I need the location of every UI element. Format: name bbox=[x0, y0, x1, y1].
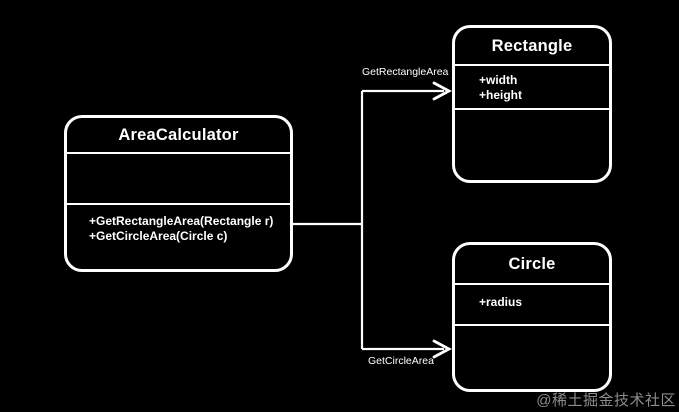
arrowhead-circle-icon bbox=[432, 339, 452, 359]
method-getcirclearea: +GetCircleArea(Circle c) bbox=[89, 229, 228, 243]
attribute-radius: +radius bbox=[479, 295, 523, 309]
arrowhead-rectangle-icon bbox=[432, 81, 452, 101]
watermark-text: @稀土掘金技术社区 bbox=[536, 392, 676, 409]
edge-label-getrectanglearea: GetRectangleArea bbox=[362, 66, 449, 78]
edge-label-getcirclearea: GetCircleArea bbox=[368, 355, 434, 367]
class-methods-rectangle bbox=[455, 110, 609, 180]
class-attributes-circle: +radius bbox=[455, 285, 609, 326]
class-attributes-areacalculator bbox=[67, 154, 290, 205]
class-box-circle: Circle +radius bbox=[452, 242, 612, 392]
class-attributes-rectangle: +width +height bbox=[455, 66, 609, 110]
attribute-width: +width bbox=[479, 73, 518, 87]
class-methods-circle bbox=[455, 326, 609, 389]
class-title-rectangle: Rectangle bbox=[455, 28, 609, 66]
method-getrectanglearea: +GetRectangleArea(Rectangle r) bbox=[89, 214, 274, 228]
class-box-areacalculator: AreaCalculator +GetRectangleArea(Rectang… bbox=[64, 115, 293, 272]
attribute-height: +height bbox=[479, 88, 523, 102]
class-title-circle: Circle bbox=[455, 245, 609, 285]
class-methods-areacalculator: +GetRectangleArea(Rectangle r) +GetCircl… bbox=[67, 205, 290, 269]
class-title-areacalculator: AreaCalculator bbox=[67, 118, 290, 154]
class-box-rectangle: Rectangle +width +height bbox=[452, 25, 612, 183]
